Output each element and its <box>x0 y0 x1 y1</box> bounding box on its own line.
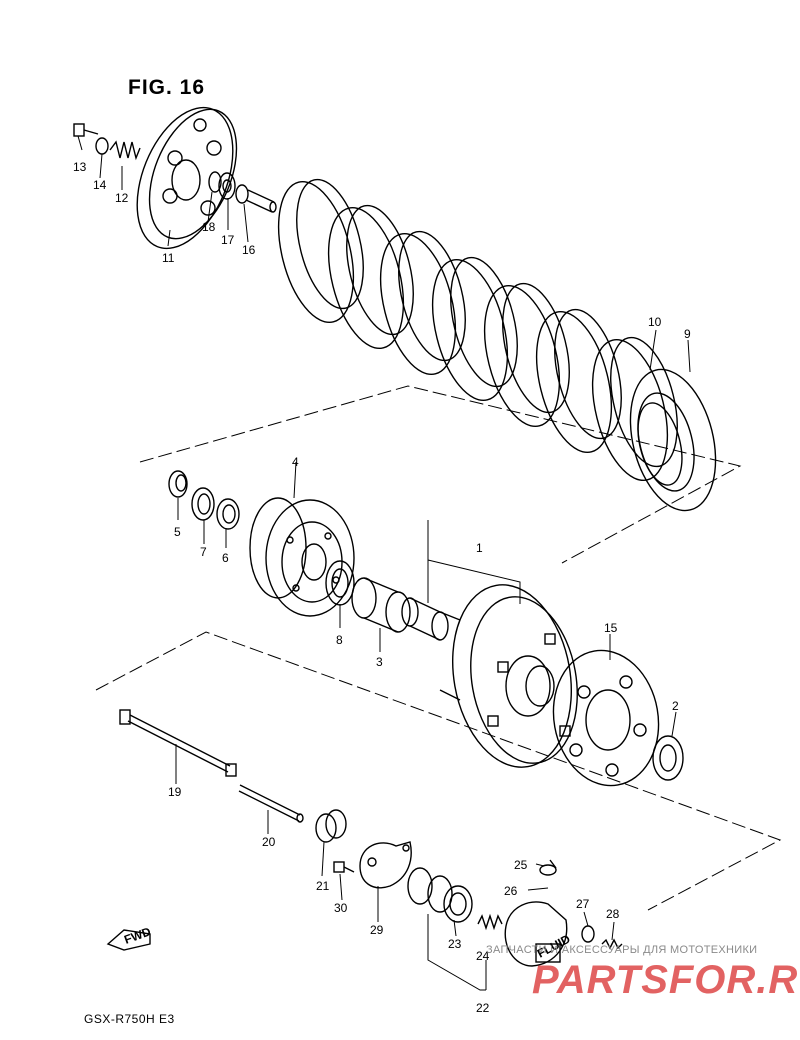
callout-1: 1 <box>476 541 483 555</box>
group-outline-lower <box>95 631 782 911</box>
gasket-29 <box>359 841 412 889</box>
fwd-arrow-icon: FWD <box>106 924 153 951</box>
callout-14: 14 <box>93 178 107 192</box>
push-rod-19 <box>119 709 237 777</box>
watermark-text: ЗАПЧАСТИ И АКСЕССУАРЫ ДЛЯ МОТОТЕХНИКИ <box>486 944 758 956</box>
callout-8: 8 <box>336 633 343 647</box>
group-outline-upper <box>139 385 742 564</box>
callout-2: 2 <box>672 699 679 713</box>
spring-12 <box>109 140 141 161</box>
callout-30: 30 <box>334 901 348 915</box>
callout-20: 20 <box>262 835 276 849</box>
callout-28: 28 <box>606 907 620 921</box>
push-rod-20 <box>238 784 304 823</box>
callout-26: 26 <box>504 884 518 898</box>
spring-washer-9 <box>629 368 717 512</box>
thrust-washer-2 <box>652 735 684 781</box>
callout-7: 7 <box>200 545 207 559</box>
fwd-label: FWD <box>122 924 153 947</box>
callout-24: 24 <box>476 949 490 963</box>
callout-23: 23 <box>448 937 462 951</box>
callout-labels: 1 2 3 4 5 6 7 8 9 10 11 12 13 14 15 16 1… <box>73 160 691 1015</box>
callout-17: 17 <box>221 233 235 247</box>
pressure-plate <box>136 106 238 250</box>
group-bracket-22 <box>427 914 487 991</box>
callout-16: 16 <box>242 243 256 257</box>
callout-3: 3 <box>376 655 383 669</box>
callout-6: 6 <box>222 551 229 565</box>
callout-27: 27 <box>576 897 590 911</box>
bearing-set <box>208 171 277 213</box>
callout-21: 21 <box>316 879 330 893</box>
washer-14 <box>95 137 109 155</box>
callout-4: 4 <box>292 455 299 469</box>
callout-29: 29 <box>370 923 384 937</box>
piston-21 <box>315 809 347 843</box>
leader-lines <box>77 135 691 941</box>
callout-5: 5 <box>174 525 181 539</box>
primary-driven-gear-1 <box>439 584 578 768</box>
needle-bearing-3 <box>351 577 411 633</box>
callout-13: 13 <box>73 160 87 174</box>
lock-washer-6 <box>216 498 240 530</box>
figure-title: FIG. 16 <box>128 76 206 99</box>
callout-19: 19 <box>168 785 182 799</box>
callout-18: 18 <box>202 220 216 234</box>
callout-10: 10 <box>648 315 662 329</box>
group-bracket-1 <box>427 520 521 604</box>
callout-11: 11 <box>162 251 175 265</box>
bolt-13 <box>73 123 99 137</box>
callout-12: 12 <box>115 191 129 205</box>
clutch-release-cylinder-22 <box>407 859 623 967</box>
callout-25: 25 <box>514 858 528 872</box>
callout-9: 9 <box>684 327 691 341</box>
watermark-logo: PARTSFOR.RU <box>532 958 800 1002</box>
callout-22: 22 <box>476 1001 490 1015</box>
nut-5 <box>168 470 188 498</box>
washer-7 <box>191 487 215 521</box>
bolt-30 <box>333 861 355 873</box>
clutch-plate-stack <box>277 178 678 482</box>
clutch-sleeve-hub-4 <box>249 497 355 617</box>
callout-15: 15 <box>604 621 618 635</box>
oil-pump-gear-15 <box>552 649 660 787</box>
model-code: GSX-R750H E3 <box>84 1012 175 1026</box>
